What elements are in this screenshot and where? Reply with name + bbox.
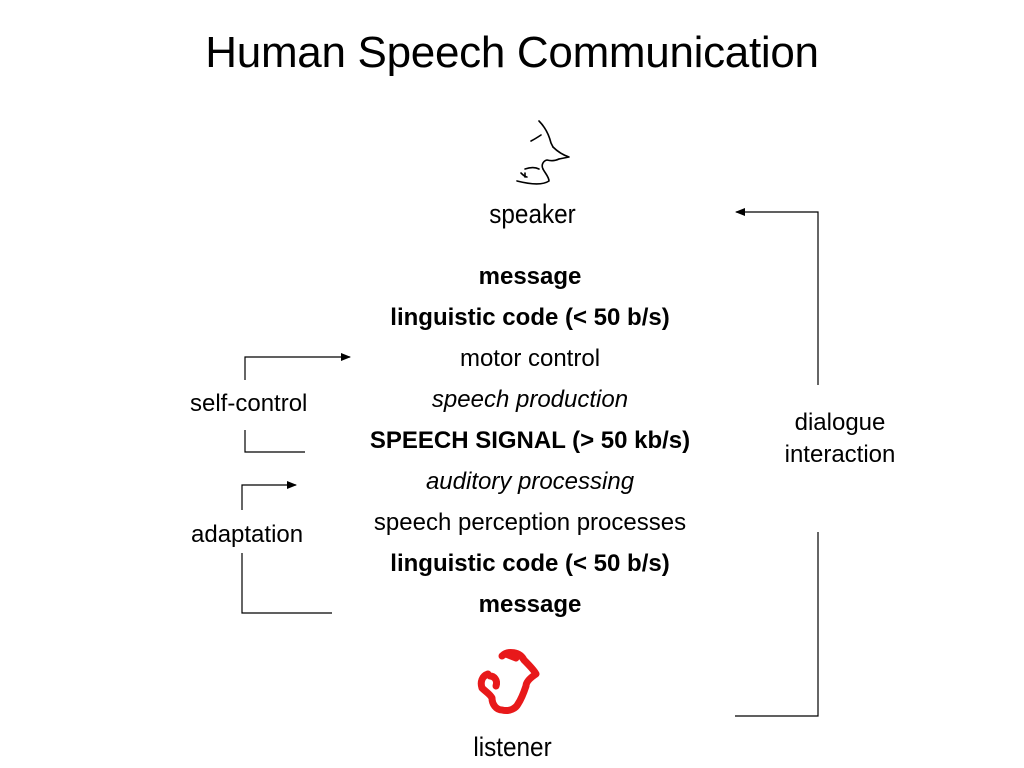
chain-speech-signal: SPEECH SIGNAL (> 50 kb/s) xyxy=(369,427,691,454)
self-control-label: self-control xyxy=(190,390,308,417)
adaptation-label: adaptation xyxy=(191,521,304,548)
speaker-head-icon xyxy=(516,120,570,185)
dialogue-return-line xyxy=(735,532,819,717)
chain-speech-perception: speech perception processes xyxy=(373,509,687,536)
chain-motor-control: motor control xyxy=(459,345,601,372)
dialogue-label-line1: dialogue xyxy=(794,409,886,436)
listener-head-icon xyxy=(477,649,540,714)
chain-auditory-processing: auditory processing xyxy=(425,468,635,495)
chain-message-listener: message xyxy=(478,591,582,618)
chain-message-speaker: message xyxy=(478,263,582,290)
speaker-label: speaker xyxy=(489,199,576,229)
self-control-arrow xyxy=(244,353,351,380)
chain-linguistic-code-speaker: linguistic code (< 50 b/s) xyxy=(390,304,670,331)
self-control-return-line xyxy=(244,430,305,453)
listener-label: listener xyxy=(473,732,552,762)
slide-title: Human Speech Communication xyxy=(205,28,819,77)
adaptation-return-line xyxy=(241,553,332,614)
dialogue-label-line2: interaction xyxy=(784,441,896,468)
chain-speech-production: speech production xyxy=(431,386,629,413)
chain-linguistic-code-listener: linguistic code (< 50 b/s) xyxy=(390,550,670,577)
dialogue-arrow xyxy=(735,208,819,385)
dialogue-interaction-label: dialogue interaction xyxy=(760,407,920,471)
communication-chain: message linguistic code (< 50 b/s) motor… xyxy=(280,260,780,629)
adaptation-arrow xyxy=(241,481,297,510)
